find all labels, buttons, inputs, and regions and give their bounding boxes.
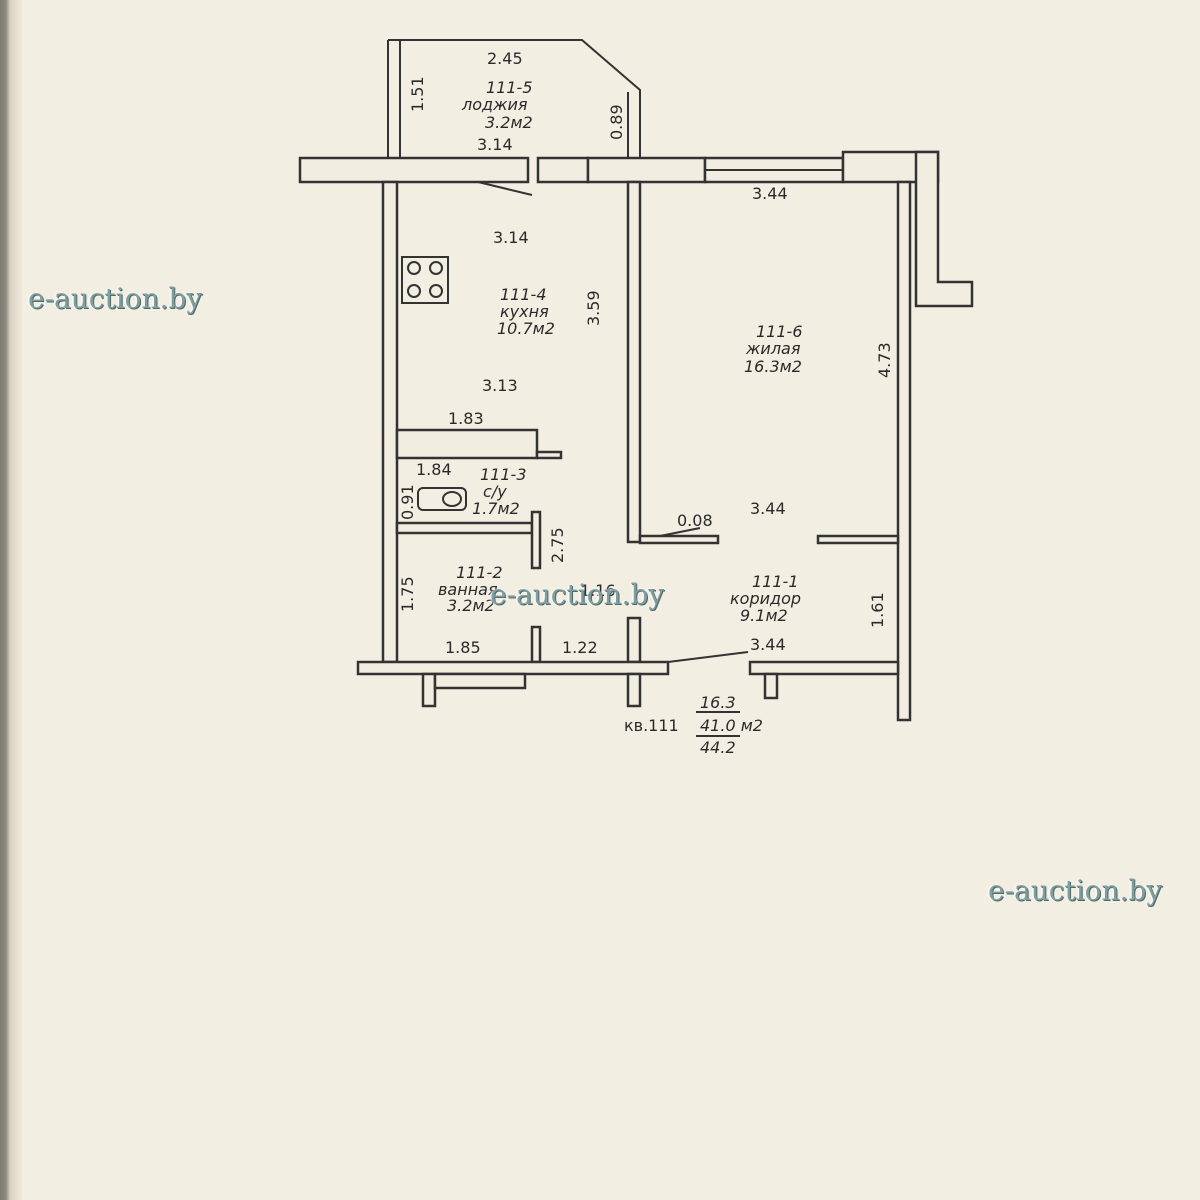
corridor-name: коридор — [730, 589, 801, 608]
dim-hall-bottom: 1.22 — [562, 638, 598, 657]
summary-total-area: 41.0 м2 — [700, 716, 763, 735]
dim-kitchen-right: 3.59 — [584, 290, 603, 326]
post-bottom-2 — [626, 672, 642, 708]
summary-total-with-loggia: 44.2 — [700, 738, 736, 757]
living-name: жилая — [745, 339, 801, 358]
corridor-id: 111-1 — [752, 572, 799, 591]
wall-left — [381, 180, 399, 664]
wall-bottom — [356, 660, 670, 676]
bath-side-wall — [530, 510, 542, 570]
wall-right — [896, 180, 912, 722]
wall-right-outer — [914, 150, 974, 308]
window-bottom — [433, 672, 527, 690]
bath-area: 3.2м2 — [447, 596, 495, 615]
wall-bottom-right — [748, 660, 900, 676]
loggia-id: 111-5 — [486, 78, 533, 97]
wc-area: 1.7м2 — [472, 499, 520, 518]
bath-name: ванная — [438, 580, 498, 599]
dim-living-top: 3.44 — [752, 184, 788, 203]
paper-edge — [0, 0, 22, 1200]
dim-kitchen-bottom: 3.13 — [482, 376, 518, 395]
corridor-leader — [667, 651, 749, 663]
wall-top-window-left — [536, 156, 590, 184]
toilet-icon — [417, 487, 467, 511]
dim-corridor-right: 1.61 — [868, 592, 887, 628]
loggia-name: лоджия — [461, 95, 528, 114]
dim-bath-bottom: 1.85 — [445, 638, 481, 657]
dim-door-16: 1.16 — [580, 581, 616, 600]
wc-bath-divider — [395, 521, 534, 535]
partition-stub-right — [816, 534, 900, 545]
watermark-right: e-auction.by — [988, 874, 1163, 907]
dim-loggia-right: 0.89 — [607, 104, 626, 140]
wc-id: 111-3 — [480, 465, 527, 484]
dim-wc-top: 1.84 — [416, 460, 452, 479]
kitchen-cabinet — [395, 428, 539, 460]
wc-name: с/у — [483, 482, 507, 501]
dim-living-bottom: 3.44 — [750, 499, 786, 518]
bath-door-jamb — [530, 625, 542, 664]
post-bottom-1 — [421, 672, 437, 708]
dim-living-right: 4.73 — [875, 342, 894, 378]
bath-id: 111-2 — [456, 563, 503, 582]
dim-cabinet: 1.83 — [448, 409, 484, 428]
dim-bath-right: 2.75 — [548, 527, 567, 563]
summary-living-area: 16.3 — [700, 693, 736, 712]
loggia-area: 3.2м2 — [485, 113, 533, 132]
kitchen-name: кухня — [500, 302, 549, 321]
living-id: 111-6 — [756, 322, 803, 341]
cabinet-tab — [535, 450, 563, 460]
corridor-area: 9.1м2 — [740, 606, 788, 625]
living-area: 16.3м2 — [744, 357, 802, 376]
wall-top-left — [298, 156, 530, 184]
dim-loggia-top: 2.45 — [487, 49, 523, 68]
kitchen-id: 111-4 — [500, 285, 547, 304]
dim-loggia-bottom: 3.14 — [477, 135, 513, 154]
wall-partition — [626, 180, 642, 544]
loggia-outline — [387, 39, 641, 158]
partition-stub-left — [638, 534, 720, 545]
stove-icon — [401, 256, 449, 304]
dim-kitchen-top: 3.14 — [493, 228, 529, 247]
kitchen-area: 10.7м2 — [497, 319, 555, 338]
hall-post — [626, 616, 642, 664]
stub-leader — [659, 527, 701, 537]
loggia-door-swing — [477, 181, 533, 196]
dim-loggia-left: 1.51 — [408, 76, 427, 112]
watermark-left: e-auction.by — [28, 282, 203, 315]
post-bottom-3 — [763, 672, 779, 700]
watermark-center: e-auction.by — [490, 578, 665, 611]
dim-bath-left: 1.75 — [398, 576, 417, 612]
summary-apartment: кв.111 — [624, 716, 679, 735]
dim-partition-stub: 0.08 — [677, 511, 713, 530]
dim-wc-left: 0.91 — [398, 484, 417, 520]
dim-corridor-bottom: 3.44 — [750, 635, 786, 654]
wall-top-mid — [586, 156, 707, 184]
